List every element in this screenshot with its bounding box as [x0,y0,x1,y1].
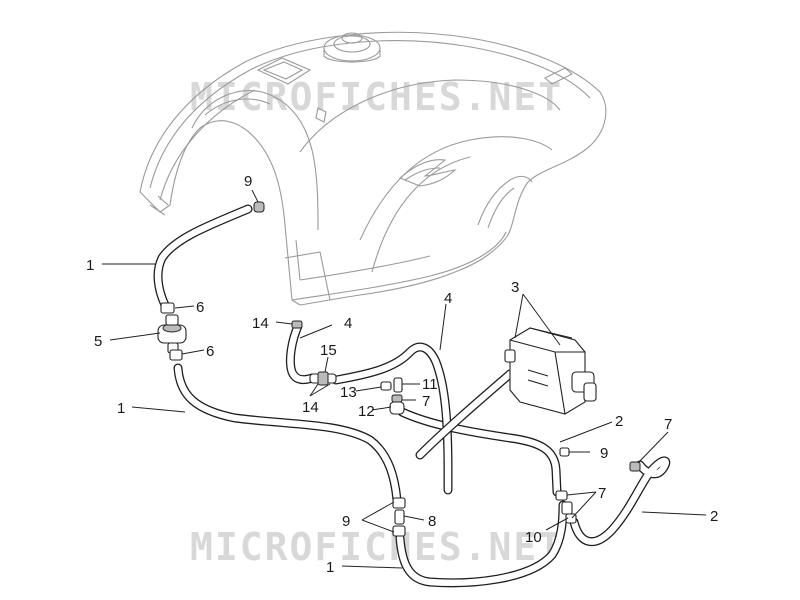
clip-14-top [291,320,303,329]
hose-4-canister [415,369,515,460]
hose-clamp-6-upper [160,302,175,314]
hose-4-left [285,321,453,495]
callout-7-union: 7 [422,393,430,410]
callout-15: 15 [320,342,337,359]
hose-clamp-6-lower [169,349,183,361]
callout-14-top: 14 [252,315,269,332]
watermark-top: MICROFICHES.NET [190,75,563,119]
callout-2-right: 2 [710,508,718,525]
fuel-filter-5 [157,314,187,354]
connectors-8-9 [392,497,406,537]
fitting-15 [309,371,337,386]
callout-6-lower: 6 [206,343,214,360]
callout-10: 10 [525,529,542,546]
callout-2-middle: 2 [615,413,623,430]
callout-labels: 1 1 1 2 2 3 4 4 5 6 6 7 7 7 8 9 9 9 10 1… [86,173,718,576]
callout-5: 5 [94,333,102,350]
callout-12: 12 [358,403,375,420]
callout-4-left: 4 [344,315,352,332]
callout-13: 13 [340,384,357,401]
callout-9-top: 9 [244,173,252,190]
callout-7-cap: 7 [664,416,672,433]
hose-2-right [569,456,671,546]
callout-14-lower: 14 [302,399,319,416]
callout-3: 3 [511,279,519,296]
callout-9-lower: 9 [342,513,350,530]
watermark-bottom: MICROFICHES.NET [190,525,563,569]
callout-7-connector: 7 [598,485,606,502]
callout-8: 8 [428,513,436,530]
cap-9-top [253,201,265,213]
hose-1-middle [173,363,402,505]
union-12 [389,394,405,415]
callout-1-middle: 1 [117,400,125,417]
callout-1-lower: 1 [326,559,334,576]
callout-4-right: 4 [444,290,452,307]
callout-1-upper: 1 [86,257,94,274]
callout-11: 11 [422,376,438,393]
hose-2-long [397,407,562,497]
hose-1-lower [395,500,568,588]
leader-lines [102,189,707,569]
cap-7-right [629,461,641,472]
hose-1-upper [153,204,253,310]
callout-6-upper: 6 [196,299,204,316]
carbon-canister-3 [504,327,597,415]
fittings-11-13 [380,377,403,393]
cap-9-right [559,447,570,457]
fuel-tank [139,31,607,306]
callout-9-right: 9 [600,445,608,462]
